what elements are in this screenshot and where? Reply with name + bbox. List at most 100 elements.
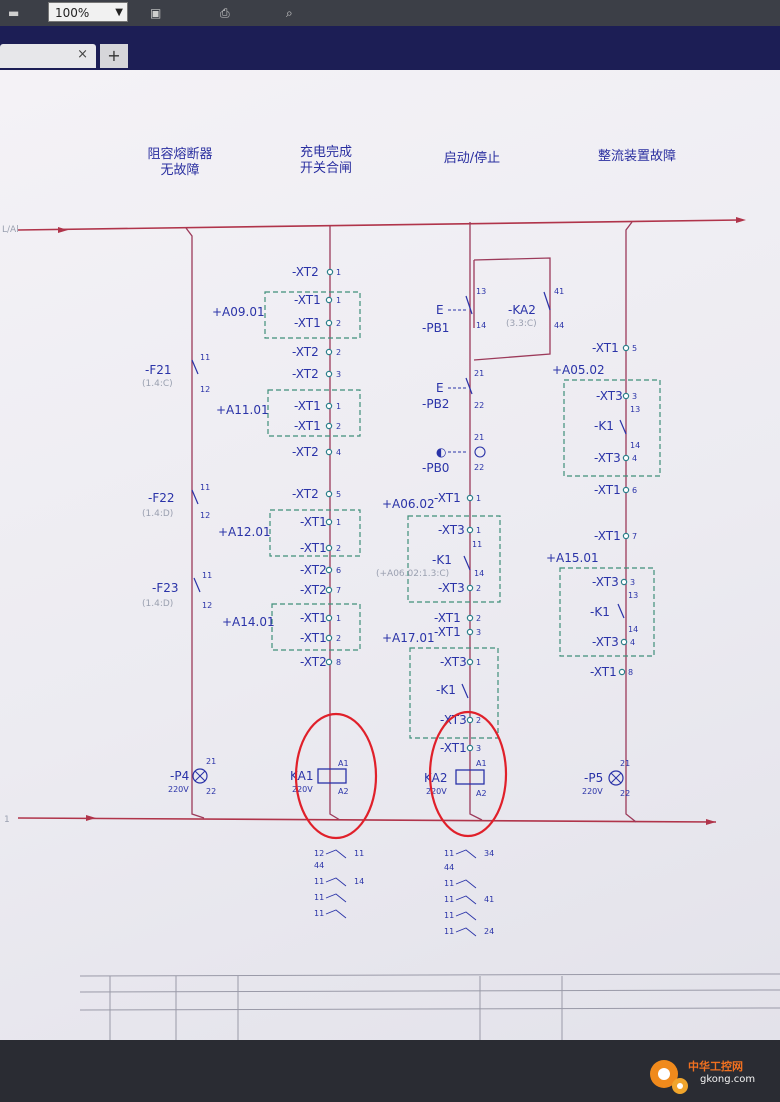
ka1-coil-icon <box>317 768 347 784</box>
a0602-xt3-b: -XT3 <box>438 581 465 595</box>
f22-label: -F22 <box>148 491 175 505</box>
a1101-num-2: 2 <box>336 422 341 431</box>
bus-top-label: L/Al <box>2 225 19 235</box>
a0901-num-2: 2 <box>336 319 341 328</box>
title-col1-line2: 无故障 <box>160 163 199 178</box>
svg-text:11: 11 <box>314 909 324 918</box>
pb2-pin-22: 22 <box>474 401 484 410</box>
f21-pin-12: 12 <box>200 385 210 394</box>
chevron-down-icon: ▼ <box>115 7 123 18</box>
p4-pin-22: 22 <box>206 787 216 796</box>
xt2-2-num: 2 <box>336 348 341 357</box>
ka1-label: KA1 <box>290 769 314 783</box>
a1401-num-1: 1 <box>336 614 341 623</box>
xt1-3-col3-label: -XT1 <box>434 625 461 639</box>
p5-lamp-icon <box>608 770 624 786</box>
a1201-xt1-a: -XT1 <box>300 515 327 529</box>
menu-icon[interactable]: ▬ <box>8 6 20 20</box>
xt1-2-col3-label: -XT1 <box>434 611 461 625</box>
a1501-num-4: 4 <box>630 638 635 647</box>
a1701-xt3-a: -XT3 <box>440 655 467 669</box>
a1501-k1-contact <box>617 603 625 619</box>
a0502-pin-13: 13 <box>630 405 640 414</box>
pb1-label: -PB1 <box>422 321 449 335</box>
ka2-contact-table: 11 44 11 11 11 11 34 41 24 <box>444 849 494 937</box>
pb0-label: -PB0 <box>422 461 449 475</box>
a1101-label: +A11.01 <box>216 403 269 417</box>
print-button[interactable]: ⎙ <box>220 4 233 22</box>
a0602-label: +A06.02 <box>382 497 435 511</box>
gear-icon <box>650 1060 688 1094</box>
p5-pin-21: 21 <box>620 759 630 768</box>
close-icon[interactable]: × <box>77 47 88 62</box>
xt2-4-label: -XT2 <box>292 445 319 459</box>
a0502-xt3-a: -XT3 <box>596 389 623 403</box>
xt2-6-label: -XT2 <box>300 563 327 577</box>
ka2-pin-a1: A1 <box>476 759 487 768</box>
svg-text:11: 11 <box>314 893 324 902</box>
xt1-7-col4-num: 7 <box>632 532 637 541</box>
xt2-6-num: 6 <box>336 566 341 575</box>
a0602-k1-contact <box>463 555 471 571</box>
search-button[interactable]: ⌕ <box>286 4 296 22</box>
a1401-box <box>271 603 361 651</box>
tab-bar: × + <box>0 26 780 70</box>
pb0-pin-22: 22 <box>474 463 484 472</box>
xt1-3-col3-num: 3 <box>476 628 481 637</box>
p4-voltage: 220V <box>168 785 189 794</box>
col1-wire <box>185 227 205 819</box>
ka1-contact-table: 12 44 11 11 11 11 14 <box>314 849 364 919</box>
watermark-brand: 中华工控网 <box>688 1060 743 1073</box>
bottom-bus-wire <box>17 817 717 823</box>
a0502-label: +A05.02 <box>552 363 605 377</box>
p5-voltage: 220V <box>582 787 603 796</box>
a1401-xt1-a: -XT1 <box>300 611 327 625</box>
a0602-k1-label: -K1 <box>432 553 452 567</box>
svg-text:11: 11 <box>444 911 454 920</box>
xt1-2-col3-num: 2 <box>476 614 481 623</box>
a1101-num-1: 1 <box>336 402 341 411</box>
svg-text:44: 44 <box>444 863 454 872</box>
f22-ref: (1.4:D) <box>142 509 173 519</box>
watermark-logo: 中华工控网 gkong.com <box>640 1050 770 1100</box>
a0502-xt3-b: -XT3 <box>594 451 621 465</box>
a0901-box <box>264 291 361 339</box>
bus-bottom-label: 1 <box>4 815 10 825</box>
xt2-3-num: 3 <box>336 370 341 379</box>
toolbar: ▬ 100% ▼ ▣ ⎙ ⌕ <box>0 0 780 26</box>
a1501-box <box>559 567 655 657</box>
add-tab-button[interactable]: + <box>100 44 128 68</box>
bottom-bus-arrow-left <box>86 815 96 821</box>
f22-pin-11: 11 <box>200 483 210 492</box>
svg-text:11: 11 <box>444 849 454 858</box>
ka2-coil-label: KA2 <box>424 771 448 785</box>
svg-text:14: 14 <box>354 877 364 886</box>
a1101-box <box>267 389 361 437</box>
p4-pin-21: 21 <box>206 757 216 766</box>
xt1-6-col4-label: -XT1 <box>594 483 621 497</box>
pb1-contact <box>465 295 473 315</box>
xt1-4-col3-label: -XT1 <box>440 741 467 755</box>
tab-document[interactable]: × <box>0 44 96 68</box>
ka2-coil-icon <box>455 769 485 785</box>
search-icon: ⌕ <box>286 6 293 20</box>
ka1-pin-a1: A1 <box>338 759 349 768</box>
svg-text:11: 11 <box>444 927 454 936</box>
pb1-e-label: E <box>436 303 444 317</box>
a0602-num-1: 1 <box>476 526 481 535</box>
xt2-5-num: 5 <box>336 490 341 499</box>
a0602-pin-11: 11 <box>472 540 482 549</box>
f23-pin-11: 11 <box>202 571 212 580</box>
a0602-num-2: 2 <box>476 584 481 593</box>
a0602-xt3-a: -XT3 <box>438 523 465 537</box>
a0502-num-3: 3 <box>632 392 637 401</box>
svg-text:11: 11 <box>444 879 454 888</box>
schematic-diagram: 阻容熔断器 无故障 充电完成 开关合闸 启动/停止 整流装置故障 L/Al 1 … <box>2 144 780 1040</box>
title-block-grid <box>79 973 780 1040</box>
xt2-7-label: -XT2 <box>300 583 327 597</box>
zoom-select[interactable]: 100% ▼ <box>48 2 128 22</box>
top-bus-arrow-right <box>736 217 746 223</box>
a0502-pin-14: 14 <box>630 441 640 450</box>
xt2-7-num: 7 <box>336 586 341 595</box>
save-button[interactable]: ▣ <box>150 4 164 22</box>
